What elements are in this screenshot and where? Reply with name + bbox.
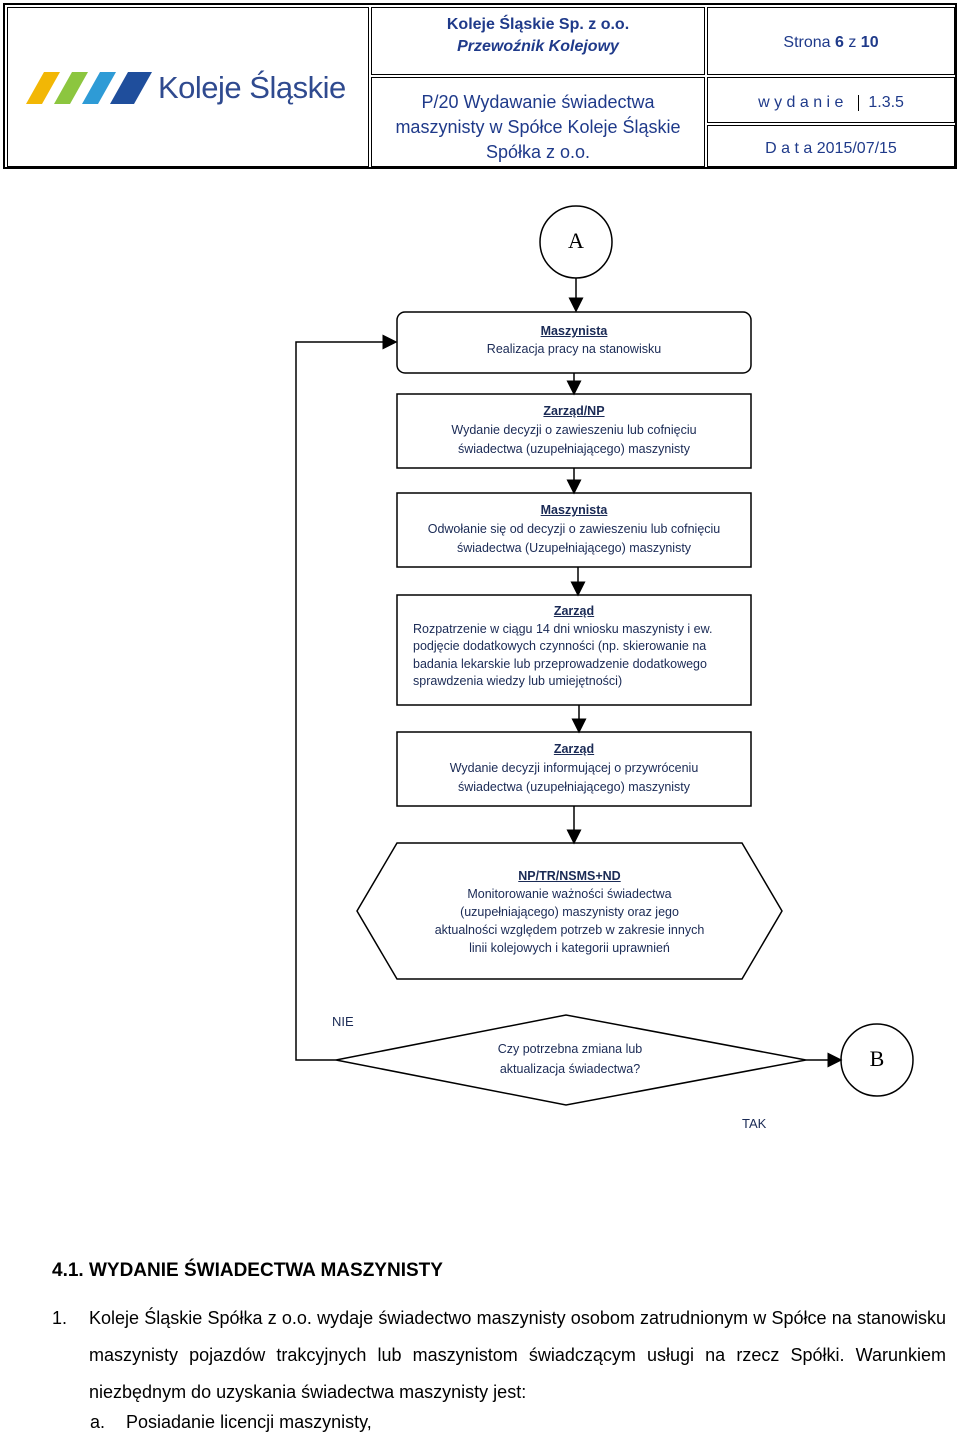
page-of: z xyxy=(848,34,857,51)
edition-divider xyxy=(857,94,859,111)
box5-role: Zarząd xyxy=(553,742,595,756)
page-total: 10 xyxy=(860,34,879,51)
edition-label: w y d a n i e xyxy=(758,94,844,111)
box5-shape xyxy=(396,731,752,807)
edition-value: 1.3.5 xyxy=(868,94,904,111)
page-current: 6 xyxy=(834,34,844,51)
hex-line4: linii kolejowych i kategorii uprawnień xyxy=(469,941,670,955)
flowchart xyxy=(295,205,914,1106)
box4-role: Zarząd xyxy=(553,604,595,618)
hex-role: NP/TR/NSMS+ND xyxy=(518,869,621,883)
box5-line2: świadectwa (uzupełniającego) maszynisty xyxy=(457,780,691,794)
box2-text: Zarząd/NP Wydanie decyzji o zawieszeniu … xyxy=(397,402,751,459)
box4-line2: podjęcie dodatkowych czynności (np. skie… xyxy=(413,639,707,653)
box3-line1: Odwołanie się od decyzji o zawieszeniu l… xyxy=(427,522,721,536)
item-a-text: Posiadanie licencji maszynisty, xyxy=(126,1412,372,1432)
doc-title-cell: P/20 Wydawanie świadectwa maszynisty w S… xyxy=(371,77,705,167)
hex-shape xyxy=(356,842,783,980)
hex-text: NP/TR/NSMS+ND Monitorowanie ważności świ… xyxy=(397,867,742,957)
item1-number: 1. xyxy=(52,1308,68,1328)
box4-line1: Rozpatrzenie w ciągu 14 dni wniosku masz… xyxy=(413,621,713,636)
paragraph-item-1: 1. Koleje Śląskie Spółka z o.o. wydaje ś… xyxy=(52,1300,946,1411)
end-connector-label: B xyxy=(869,1046,885,1071)
decision-line2: aktualizacja świadectwa? xyxy=(499,1062,641,1076)
hex-line1: Monitorowanie ważności świadectwa xyxy=(467,887,672,901)
decision-line1: Czy potrzebna zmiana lub xyxy=(497,1042,643,1056)
decision-text: Czy potrzebna zmiana lub aktualizacja św… xyxy=(440,1039,700,1079)
date-label: D a t a xyxy=(765,140,813,157)
box3-role: Maszynista xyxy=(540,503,608,517)
box5-line1: Wydanie decyzji informującej o przywróce… xyxy=(449,761,699,775)
box5-text: Zarząd Wydanie decyzji informującej o pr… xyxy=(397,740,751,797)
loop-back-line xyxy=(295,334,398,1061)
box4-line3: badania lekarskie lub przeprowadzenie do… xyxy=(413,656,707,671)
page-label: Strona xyxy=(783,34,831,51)
label-no: NIE xyxy=(332,1014,354,1029)
section-title: 4.1. WYDANIE ŚWIADECTWA MASZYNISTY xyxy=(52,1260,443,1281)
hex-line2: (uzupełniającego) maszynisty oraz jego xyxy=(460,905,679,919)
date-value: 2015/07/15 xyxy=(816,140,897,157)
box2-line1: Wydanie decyzji o zawieszeniu lub cofnię… xyxy=(451,423,697,437)
start-connector-label: A xyxy=(568,228,584,253)
box1-desc: Realizacja pracy na stanowisku xyxy=(486,342,662,356)
box3-line2: świadectwa (Uzupełniającego) maszynisty xyxy=(456,541,692,555)
document-header: Koleje Śląskie Koleje Śląskie Sp. z o.o.… xyxy=(3,3,957,169)
box2-line2: świadectwa (uzupełniającego) maszynisty xyxy=(457,442,691,456)
item-a-letter: a. xyxy=(90,1412,106,1432)
page-number-cell: Strona 6 z 10 xyxy=(707,7,955,75)
box2-role: Zarząd/NP xyxy=(543,404,605,418)
box3-text: Maszynista Odwołanie się od decyzji o za… xyxy=(397,501,751,558)
date-cell: D a t a 2015/07/15 xyxy=(707,125,955,167)
box4-line4: sprawdzenia wiedzy lub umiejętności) xyxy=(413,674,623,688)
box4-text: Zarząd Rozpatrzenie w ciągu 14 dni wnios… xyxy=(397,603,751,691)
hex-line3: aktualności względem potrzeb w zakresie … xyxy=(434,923,705,937)
box1-role: Maszynista xyxy=(540,324,608,338)
doc-title-line1: P/20 Wydawanie świadectwa xyxy=(421,92,655,112)
company-cell: Koleje Śląskie Sp. z o.o. Przewoźnik Kol… xyxy=(371,7,705,75)
label-yes: TAK xyxy=(742,1116,767,1131)
box1-text: Maszynista Realizacja pracy na stanowisk… xyxy=(397,322,751,358)
edition-cell: w y d a n i e 1.3.5 xyxy=(707,77,955,123)
logo-wordmark: Koleje Śląskie xyxy=(158,70,346,105)
list-item-a: a. Posiadanie licencji maszynisty, xyxy=(90,1412,372,1433)
box4-shape xyxy=(396,594,752,706)
doc-title-line2: maszynisty w Spółce Koleje Śląskie xyxy=(395,117,681,137)
box3-shape xyxy=(396,492,752,568)
doc-title-line3: Spółka z o.o. xyxy=(485,142,591,162)
company-name: Koleje Śląskie Sp. z o.o. xyxy=(446,16,630,33)
logo-cell: Koleje Śląskie xyxy=(7,7,369,167)
logo-stripes-icon xyxy=(26,72,152,104)
item1-text: Koleje Śląskie Spółka z o.o. wydaje świa… xyxy=(89,1308,946,1402)
company-subtitle: Przewoźnik Kolejowy xyxy=(457,38,619,55)
